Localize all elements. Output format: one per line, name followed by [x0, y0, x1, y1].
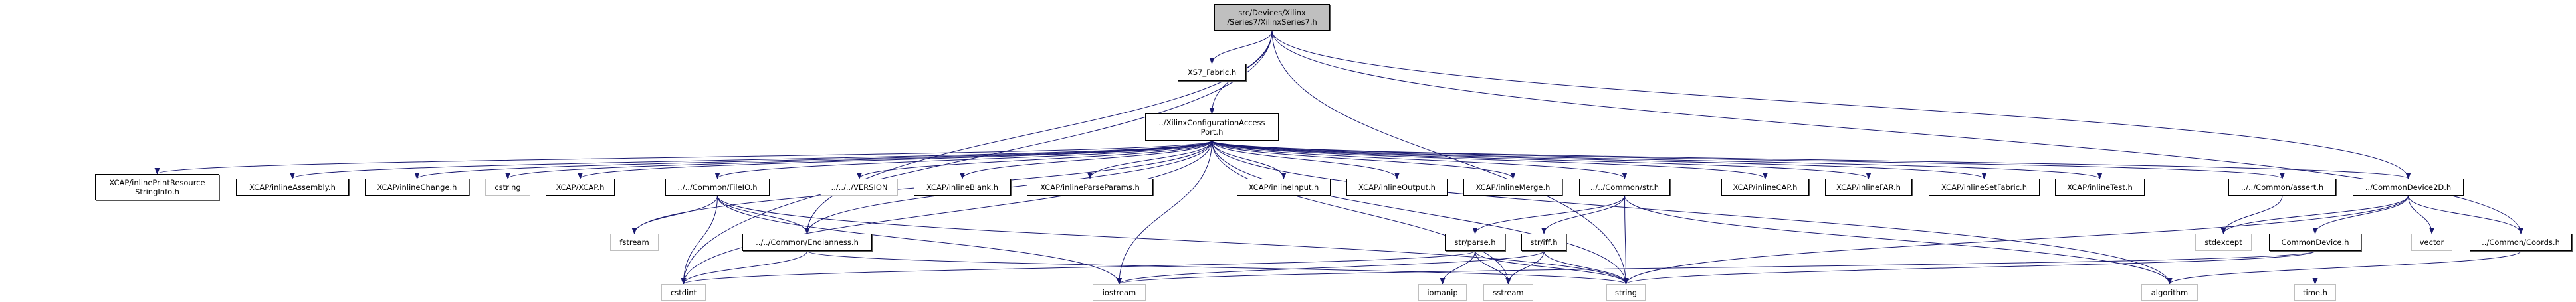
node-vector: vector: [2411, 234, 2452, 251]
node-endian[interactable]: ../../Common/Endianness.h: [742, 234, 872, 251]
node-fabric[interactable]: XS7_Fabric.h: [1178, 64, 1246, 81]
edge-cd2d-to-stdexcept: [2220, 195, 2409, 234]
edge-str-to-iff: [1541, 195, 1625, 234]
edge-port-to-change: [414, 140, 1212, 179]
edge-cd2d-to-string: [1623, 195, 2409, 285]
edge-port-to-cstring: [505, 140, 1212, 179]
edge-port-to-output: [1212, 140, 1400, 179]
edge-iff-to-iostream: [1117, 250, 1545, 285]
edge-port-to-cstdint: [681, 140, 1212, 285]
edge-port-to-input: [1212, 140, 1287, 179]
edge-port-to-cap: [1212, 140, 1768, 179]
node-parseparams[interactable]: XCAP/inlineParseParams.h: [1027, 179, 1153, 196]
node-far[interactable]: XCAP/inlineFAR.h: [1825, 179, 1912, 196]
node-timeh: time.h: [2294, 284, 2336, 301]
edge-root-to-coords: [1271, 30, 2523, 234]
edge-port-to-far: [1212, 140, 1872, 179]
edge-parse-to-iomanip: [1440, 250, 1475, 285]
node-port[interactable]: ../XilinxConfigurationAccess Port.h: [1145, 113, 1279, 141]
edge-port-to-parseparams: [1087, 140, 1212, 179]
node-setfabric[interactable]: XCAP/inlineSetFabric.h: [1929, 179, 2040, 196]
node-iostream: iostream: [1093, 284, 1146, 301]
node-commondevice[interactable]: CommonDevice.h: [2269, 234, 2361, 251]
node-test[interactable]: XCAP/inlineTest.h: [2055, 179, 2145, 196]
node-assert[interactable]: ../../Common/assert.h: [2228, 179, 2336, 196]
edge-port-to-assembly: [290, 140, 1212, 179]
edge-port-to-str: [1212, 140, 1628, 179]
node-version: ../../../VERSION: [821, 179, 898, 196]
edge-str-to-algorithm: [1624, 195, 2173, 285]
edge-cd2d-to-vector: [2408, 195, 2434, 234]
node-xcap[interactable]: XCAP/XCAP.h: [546, 179, 615, 196]
edge-fileio-to-iostream: [717, 195, 1122, 285]
edge-port-to-setfabric: [1212, 140, 1987, 179]
node-merge[interactable]: XCAP/inlineMerge.h: [1463, 179, 1562, 196]
node-print[interactable]: XCAP/inlinePrintResource StringInfo.h: [95, 174, 219, 200]
edge-port-to-version: [857, 140, 1212, 179]
node-output[interactable]: XCAP/inlineOutput.h: [1346, 179, 1448, 196]
edge-port-to-merge: [1212, 140, 1516, 179]
edge-root-to-string: [1271, 30, 1629, 285]
node-coords[interactable]: ../Common/Coords.h: [2470, 234, 2572, 251]
edge-iff-to-string: [1543, 250, 1629, 285]
edge-port-to-xcap: [578, 140, 1212, 179]
node-str[interactable]: ../../Common/str.h: [1579, 179, 1670, 196]
node-root[interactable]: src/Devices/Xilinx /Series7/XilinxSeries…: [1214, 4, 1330, 31]
edge-str-to-string: [1623, 195, 1629, 285]
edge-root-to-cd2d: [1271, 30, 2411, 179]
edge-port-to-print: [155, 140, 1212, 175]
node-sstream: sstream: [1483, 284, 1533, 301]
node-input[interactable]: XCAP/inlineInput.h: [1237, 179, 1331, 196]
node-string: string: [1606, 284, 1646, 301]
edge-str-to-parse: [1472, 195, 1625, 234]
edge-port-to-cd2d: [1212, 140, 2411, 179]
edge-coords-to-algorithm: [2167, 250, 2522, 285]
edge-iff-to-sstream: [1505, 250, 1545, 285]
node-fstream: fstream: [610, 234, 659, 251]
node-cd2d[interactable]: ../CommonDevice2D.h: [2353, 179, 2464, 196]
edge-port-to-blank: [960, 140, 1212, 179]
node-algorithm: algorithm: [2141, 284, 2198, 301]
node-fileio[interactable]: ../../Common/FileIO.h: [665, 179, 770, 196]
edge-cd2d-to-commondevice: [2312, 195, 2409, 234]
node-cstdint: cstdint: [661, 284, 706, 301]
node-parse[interactable]: str/parse.h: [1445, 234, 1505, 251]
edge-fileio-to-endian: [717, 195, 810, 234]
edge-assert-to-stdexcept: [2220, 195, 2283, 234]
edge-port-to-sstream: [1212, 140, 1511, 285]
node-blank[interactable]: XCAP/inlineBlank.h: [914, 179, 1011, 196]
edge-port-to-assert: [1212, 140, 2285, 179]
edge-endian-to-string: [807, 250, 1629, 285]
edge-port-to-test: [1212, 140, 2103, 179]
edge-commondevice-to-string: [1623, 250, 2315, 285]
node-iff[interactable]: str/iff.h: [1521, 234, 1566, 251]
edge-port-to-algorithm: [1212, 140, 2173, 285]
edge-root-to-fabric: [1209, 30, 1273, 64]
node-change[interactable]: XCAP/inlineChange.h: [365, 179, 469, 196]
node-cstring: cstring: [485, 179, 530, 196]
edge-port-to-iostream: [1117, 140, 1212, 285]
edge-port-to-string: [1212, 140, 1629, 285]
node-stdexcept: stdexcept: [2195, 234, 2252, 251]
edge-fileio-to-fstream: [631, 195, 718, 234]
edge-fileio-to-string: [717, 195, 1629, 285]
edge-parse-to-string: [1475, 250, 1629, 285]
edge-port-to-fileio: [714, 140, 1212, 179]
edge-cd2d-to-coords: [2408, 195, 2523, 234]
edge-endian-to-cstdint: [681, 250, 807, 285]
node-cap[interactable]: XCAP/inlineCAP.h: [1721, 179, 1809, 196]
edge-fileio-to-cstdint: [681, 195, 718, 285]
edge-commondevice-to-iostream: [1117, 250, 2315, 285]
node-assembly[interactable]: XCAP/inlineAssembly.h: [236, 179, 349, 196]
edge-parse-to-cstdint: [681, 250, 1475, 285]
node-iomanip: iomanip: [1418, 284, 1467, 301]
